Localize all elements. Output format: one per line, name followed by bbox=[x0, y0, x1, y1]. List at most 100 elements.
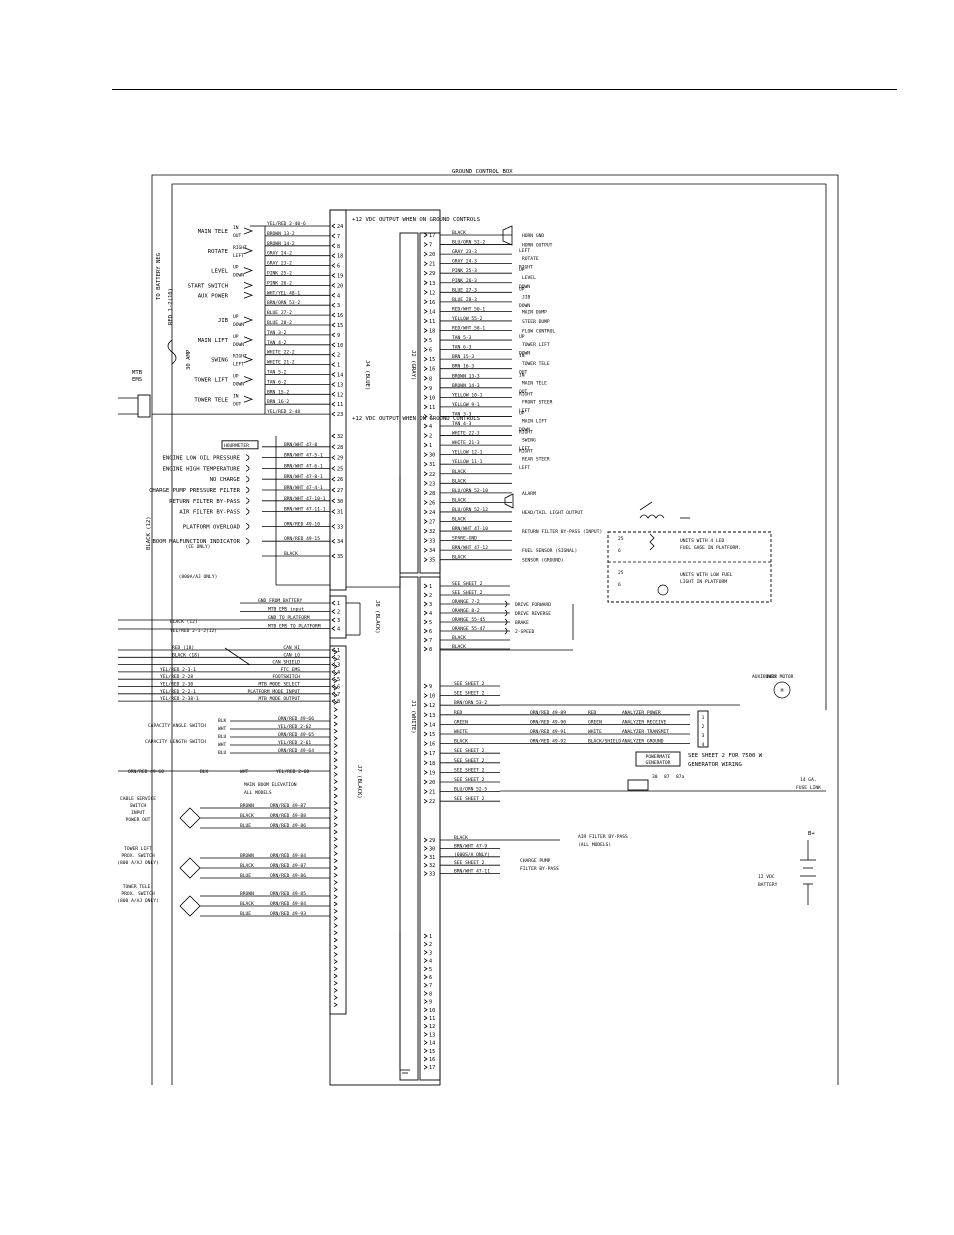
pin-number: 2 bbox=[337, 655, 340, 661]
fuel-label-1: UNITS WITH 4 LED bbox=[680, 538, 724, 544]
pin-number: 12 bbox=[429, 1024, 435, 1030]
pin-chevron bbox=[331, 401, 336, 407]
pin-number: 5 bbox=[429, 338, 432, 344]
switch-pos-b: DOWN bbox=[233, 273, 244, 279]
pin-chevron bbox=[423, 480, 428, 486]
connector-pin: 3 bbox=[423, 601, 432, 608]
j7-pin-chevron bbox=[333, 995, 338, 1000]
pin-number: 4 bbox=[429, 611, 432, 617]
pin-chevron bbox=[331, 509, 336, 514]
pin-number: 34 bbox=[337, 539, 343, 545]
pin-number: 16 bbox=[429, 300, 435, 306]
j7-signal-label: CAN LO bbox=[283, 652, 300, 658]
j1-mid-label: SEE SHEET 2 bbox=[454, 767, 485, 773]
connector-pin: 11 bbox=[423, 1015, 435, 1022]
pin-number: 9 bbox=[337, 333, 340, 339]
tower-tele-prox-label: PROX. SWITCH bbox=[121, 891, 154, 897]
j7-signal-label: FTC EMS bbox=[281, 667, 301, 673]
pin-chevron bbox=[423, 232, 428, 238]
connector-pin: 15 bbox=[423, 1048, 435, 1055]
pin-chevron bbox=[331, 698, 336, 704]
sensor-wire-color: WHT bbox=[218, 742, 227, 748]
pin-number: 2 bbox=[429, 434, 432, 440]
pin-number: 1 bbox=[337, 363, 340, 369]
j2-wire-label: BROWN 13-3 bbox=[452, 373, 480, 379]
pin-chevron bbox=[331, 676, 336, 682]
sensor-name: CAPACITY LENGTH SWITCH bbox=[145, 739, 206, 745]
switch-name: START SWITCH bbox=[188, 283, 228, 289]
connector-pin: 13 bbox=[423, 280, 435, 287]
j2-dir-1: IN bbox=[519, 372, 525, 378]
pin-number: 14 bbox=[429, 1041, 435, 1047]
connector-pin: 27 bbox=[423, 519, 435, 526]
pin-chevron bbox=[331, 466, 336, 471]
pin-number: 3 bbox=[429, 950, 432, 956]
j1-wire-label: BLACK bbox=[452, 644, 466, 650]
model-note: (800A/AJ ONLY) bbox=[179, 574, 218, 580]
j2-output-label: SENSOR (GROUND) bbox=[522, 558, 564, 564]
pin-number: 35 bbox=[337, 554, 343, 560]
pin-chevron bbox=[423, 722, 428, 727]
pin-chevron bbox=[331, 243, 336, 249]
pin-number: 14 bbox=[337, 373, 343, 379]
pin-number: 15 bbox=[429, 357, 435, 363]
connector-pin: 31 bbox=[331, 509, 343, 516]
j1-wire-label: BLACK bbox=[452, 635, 466, 641]
j2-dir-1: LEFT bbox=[519, 248, 530, 254]
fuel-pin-a: 25 bbox=[618, 570, 624, 576]
j7-pin-chevron bbox=[333, 829, 338, 835]
alarm-icon bbox=[504, 493, 514, 509]
j7-pin-chevron bbox=[333, 973, 338, 979]
j2-wire-label: BLACK bbox=[452, 517, 466, 523]
battery-label: BATTERY bbox=[758, 882, 778, 888]
j2-output-label: STEER DUMP bbox=[522, 319, 550, 325]
j7-pin-chevron bbox=[333, 793, 338, 799]
j4-wire-label: TAN 3-2 bbox=[267, 330, 287, 336]
pin-chevron bbox=[423, 509, 428, 515]
connector-pin: 24 bbox=[423, 509, 435, 516]
pin-number: 19 bbox=[429, 770, 435, 776]
pin-chevron bbox=[423, 837, 428, 843]
battery-plus: B+ bbox=[808, 831, 815, 837]
connector-pin: 16 bbox=[423, 366, 435, 373]
pin-chevron bbox=[423, 712, 428, 718]
pin-chevron bbox=[423, 871, 428, 876]
connector-pin: 15 bbox=[423, 731, 435, 738]
j7-signal-label: CAN HI bbox=[283, 645, 300, 651]
switch-name: TOWER LIFT bbox=[194, 377, 228, 383]
pin-chevron bbox=[423, 958, 428, 963]
pin-chevron bbox=[423, 1040, 428, 1045]
j1-mid-label: SEE SHEET 2 bbox=[454, 691, 485, 697]
j2-wire-label: GRAY 23-3 bbox=[452, 249, 477, 255]
fuel-label-1: UNITS WITH LOW FUEL bbox=[680, 572, 733, 578]
j2-output-label: FRONT STEER bbox=[522, 399, 553, 405]
fuel-option-box bbox=[607, 531, 772, 603]
j1-mid-label: BRN/ORN 53-2 bbox=[454, 700, 487, 706]
tower-tele-prox-out: ORN/RED 49-85 bbox=[270, 891, 306, 897]
connector-pin: 27 bbox=[331, 487, 343, 494]
pin-chevron bbox=[423, 789, 428, 794]
switch-contact bbox=[243, 267, 254, 274]
pin-chevron bbox=[423, 982, 428, 988]
pin-number: 8 bbox=[429, 647, 432, 653]
connector-pin: 5 bbox=[423, 619, 432, 626]
indicator-wire-label: BRN/WHT 47-10-1 bbox=[284, 496, 326, 502]
tower-tele-prox-color: BLUE bbox=[240, 911, 251, 917]
tower-lift-prox-color: BROWN bbox=[240, 853, 254, 859]
connector-pin: 7 bbox=[423, 242, 432, 249]
j7-pin-chevron bbox=[333, 930, 338, 936]
relay-box bbox=[627, 779, 649, 791]
pin-chevron bbox=[423, 1032, 428, 1037]
air-filter-label: AIR FILTER BY-PASS bbox=[578, 834, 628, 840]
connector-pin: 30 bbox=[331, 498, 343, 505]
j2-dir-1: RIGHT bbox=[519, 430, 533, 436]
pin-chevron bbox=[423, 500, 428, 505]
pin-chevron bbox=[331, 312, 336, 318]
pin-chevron bbox=[331, 626, 336, 631]
connector-pin: 19 bbox=[331, 273, 343, 280]
j1-wire-label: ORANGE 55-47 bbox=[452, 626, 485, 632]
pin-number: 2 bbox=[337, 610, 340, 616]
mtb-label: MTB bbox=[132, 370, 143, 376]
connector-pin: 9 bbox=[423, 999, 432, 1006]
connector-pin: 17 bbox=[423, 1064, 435, 1071]
